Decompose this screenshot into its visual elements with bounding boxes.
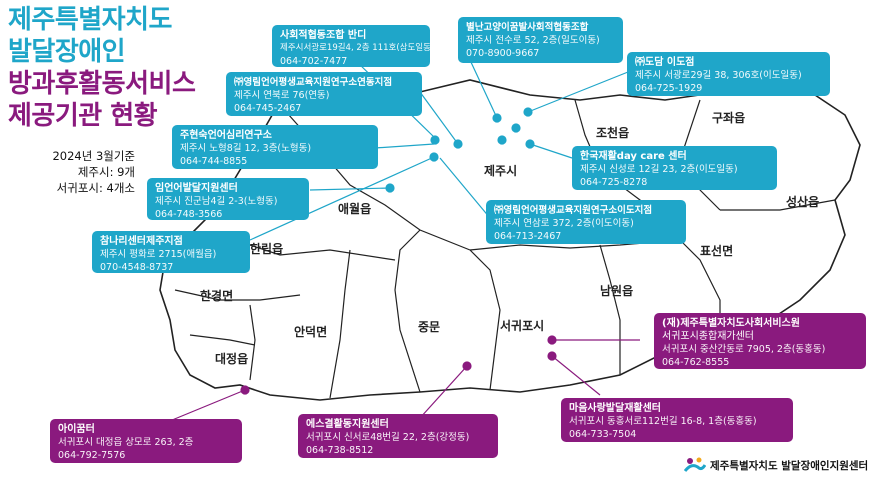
facility-name: 에스결활동지원센터 <box>306 419 389 430</box>
facility-address: 서귀포시 동홍서로112번길 16-8, 1층(동홍동) <box>569 416 757 427</box>
region-jungmun: 중문 <box>418 320 441 334</box>
facility-phone: 064-738-8512 <box>306 445 374 456</box>
title-line3: 방과후활동서비스 <box>8 69 196 99</box>
facility-box: 임언어발달지원센터 제주시 진군남4길 2-3(노형동) 064-748-356… <box>147 178 309 220</box>
facility-name: 아이꿈터 <box>58 424 95 435</box>
region-hallim: 한림읍 <box>250 242 284 256</box>
facility-box: ㈜영림언어평생교육지원연구소이도지점 제주시 연삼로 372, 2층(이도이동)… <box>486 200 686 244</box>
facility-phone: 064-725-1929 <box>635 83 703 94</box>
facility-box: ㈜영림언어평생교육지원연구소연동지점 제주시 연북로 76(연동) 064-74… <box>226 72 422 116</box>
facility-address: 서귀포시 신서로48번길 22, 2층(강정동) <box>306 432 470 443</box>
facility-name: 주현숙언어심리연구소 <box>180 130 272 141</box>
facility-phone: 070-8900-9667 <box>466 48 540 59</box>
facility-box: 아이꿈터 서귀포시 대정읍 상모로 263, 2층 064-792-7576 <box>50 419 242 463</box>
page-title: 제주특별자치도 발달장애인 방과후활동서비스 제공기관 현황 <box>8 4 196 132</box>
facility-phone: 064-725-8278 <box>580 177 648 188</box>
region-andeok: 안덕면 <box>294 325 328 339</box>
facility-subname: 서귀포시종합재가센터 <box>662 331 754 342</box>
facility-address: 제주시 평화로 2715(애월읍) <box>100 249 217 260</box>
region-aewol: 애월읍 <box>338 202 372 216</box>
region-seogwiposi: 서귀포시 <box>500 319 545 333</box>
facility-address: 제주시 신성로 12길 23, 2층(이도일동) <box>580 164 738 175</box>
facility-phone: 064-745-2467 <box>234 103 302 114</box>
title-line2: 발달장애인 <box>8 37 126 67</box>
teal-connectors <box>249 59 629 241</box>
region-gujwa: 구좌읍 <box>712 111 746 125</box>
title-line4: 제공기관 현황 <box>8 101 158 131</box>
facility-name: 별난고양이꿈발사회적협동조합 <box>466 22 589 33</box>
facility-box: (재)제주특별자치도사회서비스원 서귀포시종합재가센터 서귀포시 중산간동로 7… <box>654 313 866 369</box>
facility-name: 임언어발달지원센터 <box>155 183 238 194</box>
facility-name: ㈜도담 이도점 <box>635 57 695 68</box>
region-daejeong: 대정읍 <box>215 352 249 366</box>
facility-phone: 064-748-3566 <box>155 209 223 220</box>
facility-phone: 064-744-8855 <box>180 156 248 167</box>
facility-name: 한국재활day care 센터 <box>580 151 687 162</box>
facility-address: 제주시 전수로 52, 2층(일도이동) <box>466 35 600 46</box>
region-seongsan: 성산읍 <box>786 195 820 209</box>
stats-block: 2024년 3월기준 제주시: 9개 서귀포시: 4개소 <box>30 148 135 196</box>
facility-box: ㈜도담 이도점 제주시 서광로29길 38, 306호(이도일동) 064-72… <box>627 52 830 96</box>
facility-address: 제주시 진군남4길 2-3(노형동) <box>155 196 278 207</box>
title-line1: 제주특별자치도 <box>8 5 172 35</box>
region-pyoseon: 표선면 <box>700 244 734 258</box>
stats-jeju: 제주시: 9개 <box>77 165 135 179</box>
purple-connectors <box>159 335 640 426</box>
facility-name: 사회적협동조합 반디 <box>280 30 367 41</box>
region-hangyeong: 한경면 <box>200 289 234 303</box>
facility-box: 한국재활day care 센터 제주시 신성로 12길 23, 2층(이도일동)… <box>572 146 777 190</box>
facility-phone: 064-702-7477 <box>280 56 348 67</box>
center-logo: 제주특별자치도 발달장애인지원센터 <box>683 456 869 474</box>
facility-phone: 064-792-7576 <box>58 450 126 461</box>
region-jocheon: 조천읍 <box>596 126 630 140</box>
center-logo-text: 제주특별자치도 발달장애인지원센터 <box>710 459 869 472</box>
facility-address: 제주시 노형8길 12, 3층(노형동) <box>180 143 312 154</box>
facility-address: 제주시서광로19길4, 2층 111호(삼도일동) <box>280 43 430 53</box>
facility-name: 마음사랑발달재활센터 <box>569 403 661 414</box>
facility-address: 제주시 연북로 76(연동) <box>234 90 330 101</box>
stats-seogwipo: 서귀포시: 4개소 <box>56 181 135 195</box>
facility-name: ㈜영림언어평생교육지원연구소연동지점 <box>234 77 393 88</box>
facility-box: 주현숙언어심리연구소 제주시 노형8길 12, 3층(노형동) 064-744-… <box>172 125 378 169</box>
region-jejusi: 제주시 <box>484 164 518 178</box>
facility-phone: 070-4548-8737 <box>100 262 174 273</box>
facility-box: 별난고양이꿈발사회적협동조합 제주시 전수로 52, 2층(일도이동) 070-… <box>458 17 623 63</box>
facility-name: ㈜영림언어평생교육지원연구소이도지점 <box>494 205 653 216</box>
facility-address: 서귀포시 대정읍 상모로 263, 2층 <box>58 437 194 448</box>
facility-box: 참나리센터제주지점 제주시 평화로 2715(애월읍) 070-4548-873… <box>92 231 250 273</box>
facility-box: 사회적협동조합 반디 제주시서광로19길4, 2층 111호(삼도일동) 064… <box>272 25 430 67</box>
center-logo-icon <box>683 456 707 474</box>
facility-address: 제주시 서광로29길 38, 306호(이도일동) <box>635 70 802 81</box>
facility-name: 참나리센터제주지점 <box>100 236 183 247</box>
region-namwon: 남원읍 <box>600 284 634 298</box>
facility-box: 마음사랑발달재활센터 서귀포시 동홍서로112번길 16-8, 1층(동홍동) … <box>561 398 793 442</box>
stats-date: 2024년 3월기준 <box>52 149 135 163</box>
facility-phone: 064-733-7504 <box>569 429 637 440</box>
facility-name: (재)제주특별자치도사회서비스원 <box>662 318 800 329</box>
facility-box: 에스결활동지원센터 서귀포시 신서로48번길 22, 2층(강정동) 064-7… <box>298 414 498 458</box>
facility-address: 서귀포시 중산간동로 7905, 2층(동홍동) <box>662 344 826 355</box>
facility-phone: 064-762-8555 <box>662 357 730 368</box>
facility-phone: 064-713-2467 <box>494 231 562 242</box>
facility-address: 제주시 연삼로 372, 2층(이도이동) <box>494 218 634 229</box>
